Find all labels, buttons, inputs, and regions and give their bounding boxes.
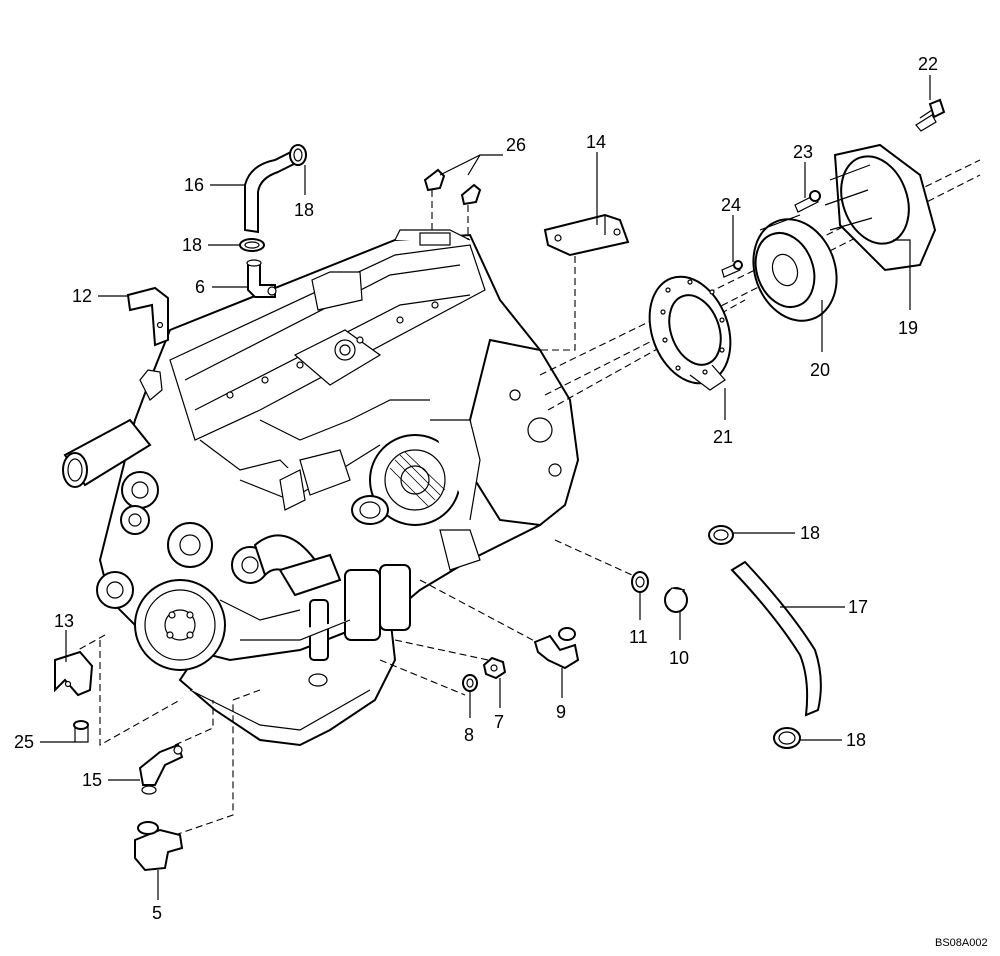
callout-18-right-top: 18 — [800, 523, 820, 543]
plug-10 — [664, 587, 688, 613]
callout-12: 12 — [72, 286, 92, 306]
callout-16: 16 — [184, 175, 204, 195]
callout-10: 10 — [669, 648, 689, 668]
elbow-15 — [138, 743, 184, 795]
bolt-24 — [721, 260, 743, 278]
callout-5: 5 — [152, 903, 162, 923]
bolt-23 — [794, 190, 821, 213]
callout-22: 22 — [918, 54, 938, 74]
clamp-18-top — [289, 144, 307, 166]
callout-19: 19 — [898, 318, 918, 338]
callout-23: 23 — [793, 142, 813, 162]
callout-11: 11 — [629, 627, 648, 647]
nut-7 — [482, 656, 507, 680]
hose-17 — [730, 560, 822, 717]
drawing-code: BS08A002 — [935, 937, 988, 949]
callout-20: 20 — [810, 360, 830, 380]
callout-6: 6 — [195, 277, 205, 297]
washer-8 — [462, 674, 478, 692]
callout-8: 8 — [464, 725, 474, 745]
clamp-18-right-top — [708, 525, 734, 545]
fitting-5 — [134, 821, 184, 872]
clamp-18-mid — [239, 238, 265, 252]
callout-9: 9 — [556, 702, 566, 722]
washer-11 — [631, 571, 649, 593]
callout-18-mid: 18 — [182, 235, 202, 255]
callout-leaders — [40, 75, 931, 900]
bracket-14 — [543, 213, 630, 257]
bracket-13 — [54, 650, 94, 697]
callout-26: 26 — [506, 135, 526, 155]
housing-19 — [824, 143, 937, 272]
damper-20 — [752, 214, 838, 322]
callout-24: 24 — [721, 195, 741, 215]
callout-18-top: 18 — [294, 200, 314, 220]
plate-21 — [648, 275, 732, 391]
callout-labels: 22 26 14 23 16 18 24 18 12 6 19 20 21 18… — [14, 54, 938, 923]
callout-7: 7 — [494, 712, 504, 732]
callout-18-right-bottom: 18 — [846, 730, 866, 750]
bracket-12 — [126, 286, 169, 347]
callout-17: 17 — [848, 597, 868, 617]
callout-14: 14 — [586, 132, 606, 152]
callout-21: 21 — [713, 427, 733, 447]
bolt-22 — [915, 98, 946, 132]
engine-assembly — [62, 229, 580, 747]
clamp-18-right-bottom — [773, 727, 801, 749]
clamp-26 — [423, 168, 482, 206]
fitting-9 — [533, 627, 580, 670]
elbow-6 — [246, 259, 277, 298]
bolt-25 — [73, 720, 89, 743]
callout-25: 25 — [14, 732, 34, 752]
callout-15: 15 — [82, 770, 102, 790]
hose-16 — [244, 148, 300, 234]
callout-13: 13 — [54, 611, 74, 631]
